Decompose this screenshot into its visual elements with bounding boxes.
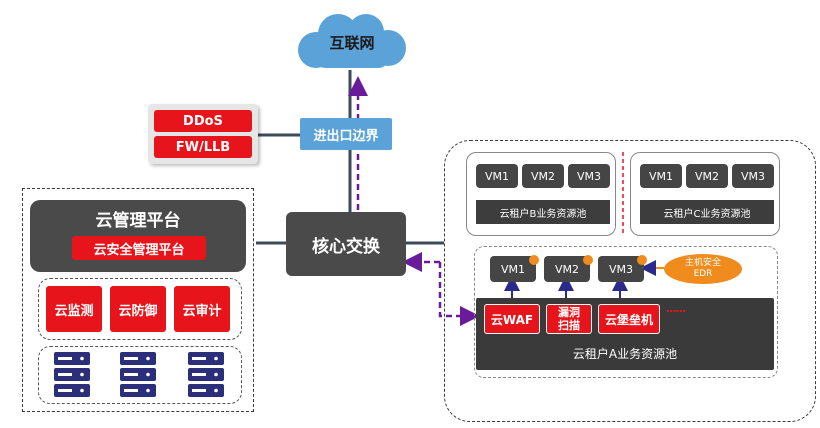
security-platform: 云安全管理平台 (72, 236, 206, 260)
service-bastion: 云堡垒机 (598, 304, 660, 334)
modules-frame (38, 278, 242, 340)
module-monitor: 云监测 (46, 286, 102, 332)
servers-frame (38, 346, 242, 404)
service-vuln-line2: 扫描 (558, 319, 580, 332)
tenant-a-vm3: VM3 (598, 256, 644, 282)
tenant-b-frame (466, 152, 616, 236)
tenant-a-pool-label: 云租户A业务资源池 (572, 346, 678, 361)
module-audit: 云审计 (174, 286, 230, 332)
tenant-b-vm1: VM1 (476, 164, 518, 188)
agent-dot-icon (583, 255, 593, 265)
internet-label: 互联网 (329, 33, 375, 52)
ddos-box: DDoS (154, 110, 252, 132)
tenant-b-vm3: VM3 (568, 164, 610, 188)
module-defense: 云防御 (110, 286, 166, 332)
agent-dot-icon (529, 255, 539, 265)
core-switch: 核心交换 (286, 212, 406, 276)
tenant-b-vm2: VM2 (522, 164, 564, 188)
tenant-c-pool: 云租户C业务资源池 (640, 200, 774, 224)
more-services-ellipsis: ...... (666, 302, 686, 315)
internet-cloud-icon (298, 14, 406, 68)
service-waf: 云WAF (484, 304, 540, 334)
service-vuln-scan: 漏洞 扫描 (546, 304, 592, 334)
fwllb-box: FW/LLB (154, 136, 252, 158)
edr-badge: 主机安全 EDR (664, 254, 742, 284)
traffic-core-waf-path (438, 262, 480, 326)
tenant-c-vm1: VM1 (640, 164, 682, 188)
tenant-c-frame (630, 152, 780, 236)
mgmt-frame (22, 188, 254, 412)
tenant-c-vm3: VM3 (732, 164, 774, 188)
tenant-a-vm2: VM2 (544, 256, 590, 282)
tenant-b-pool: 云租户B业务资源池 (476, 200, 610, 224)
tenant-c-vm2: VM2 (686, 164, 728, 188)
edge-box: 进出口边界 (300, 118, 392, 150)
tenant-a-frame (474, 246, 778, 378)
agent-dot-icon (637, 255, 647, 265)
mgmt-platform-label: 云管理平台 (95, 210, 181, 231)
edr-line2: EDR (693, 269, 713, 279)
tenants-frame (444, 140, 816, 422)
edr-line1: 主机安全 (684, 258, 721, 268)
server-rack-icons (54, 352, 224, 397)
tenant-a-vm1: VM1 (490, 256, 536, 282)
service-vuln-line1: 漏洞 (558, 306, 580, 319)
